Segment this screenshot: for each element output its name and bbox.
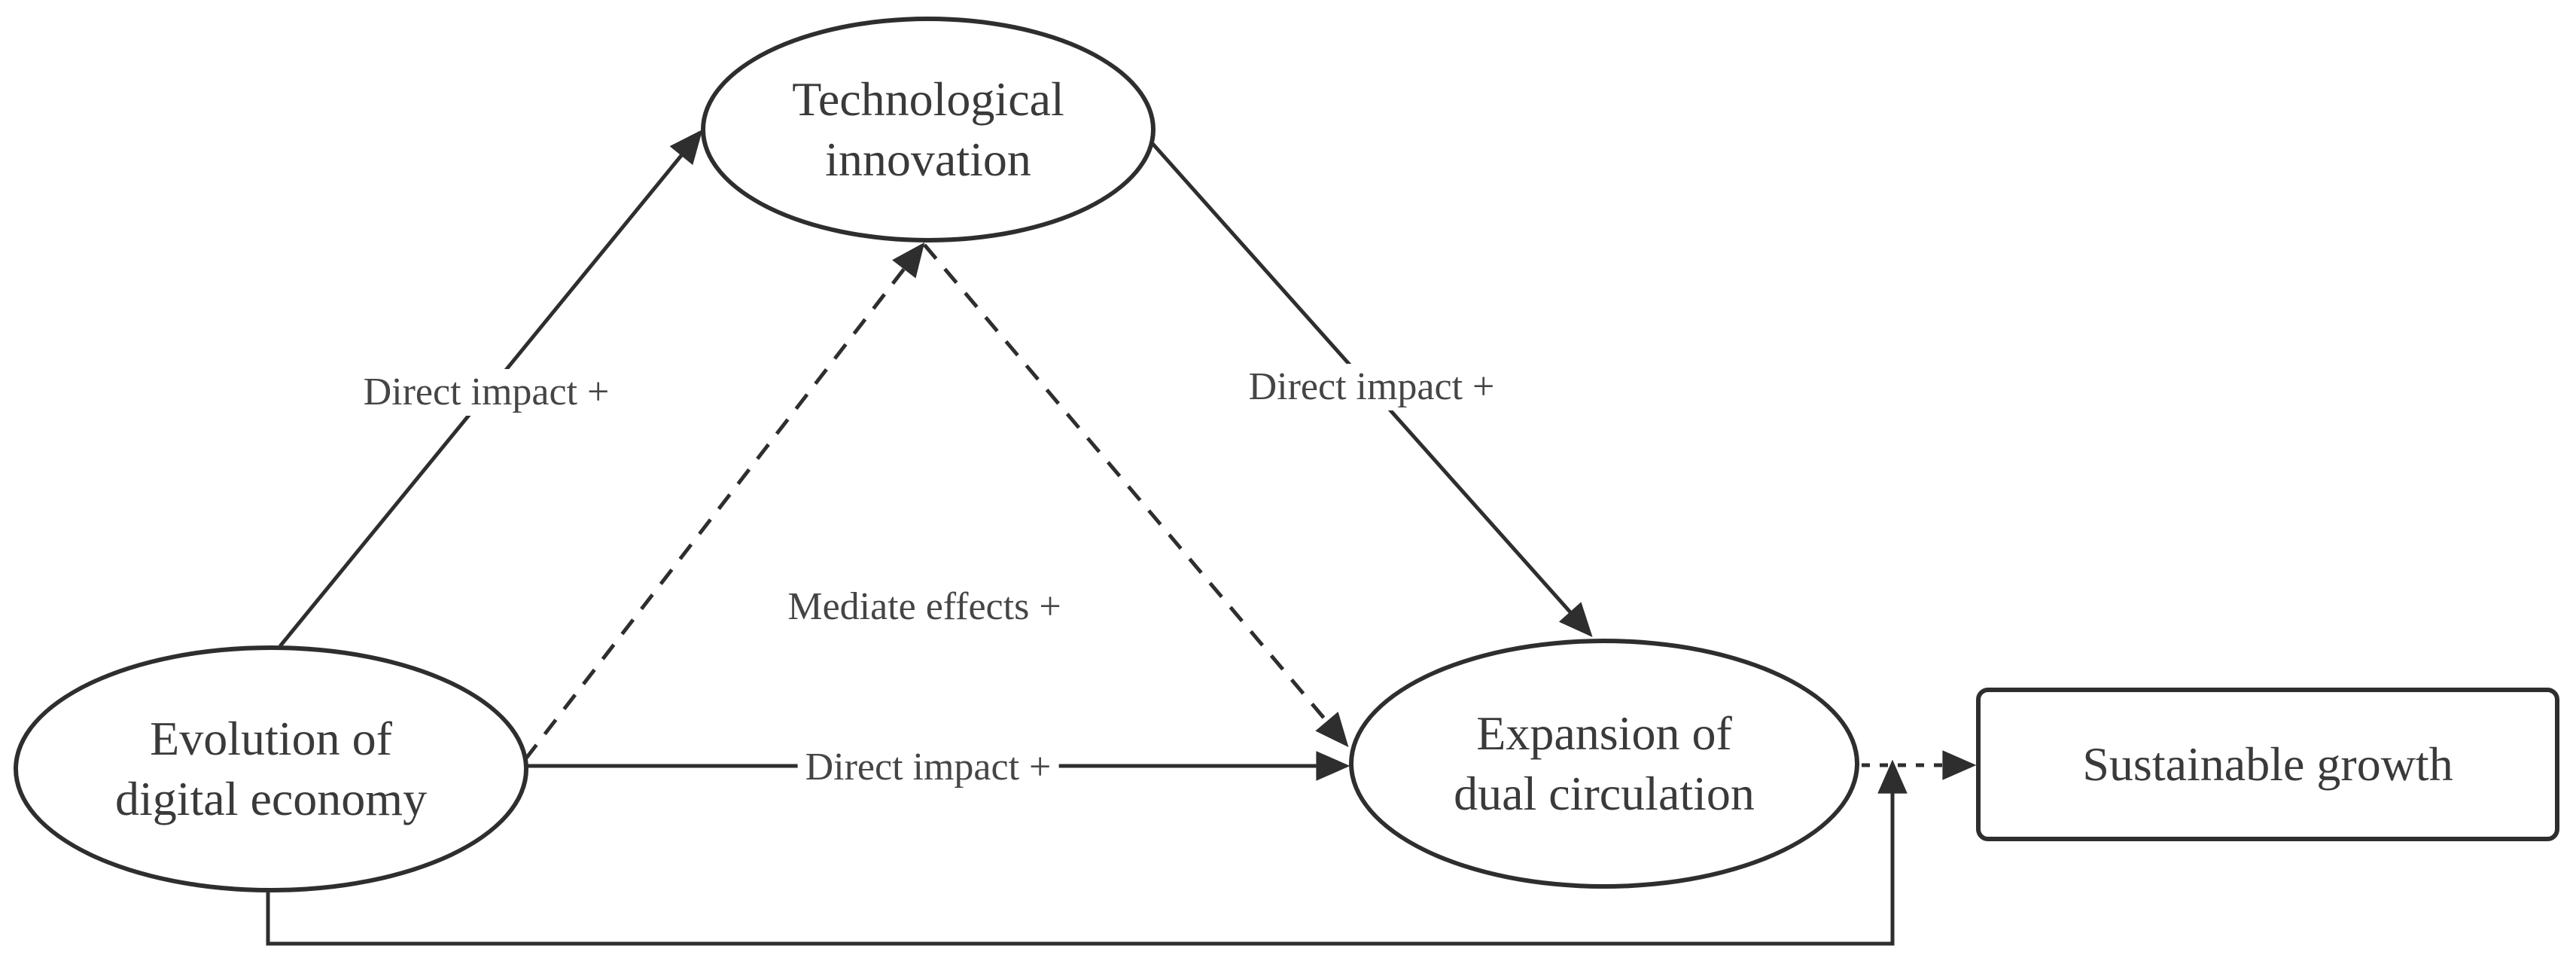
node-evolution-digital-economy-line1: Evolution of	[150, 712, 392, 765]
node-evolution-digital-economy-line2: digital economy	[114, 772, 428, 825]
edge-label-direct-impact-middle: Direct impact +	[797, 744, 1059, 791]
edge-line-mediate-innovation-to-expansion	[923, 243, 1349, 748]
node-sustainable-growth-label: Sustainable growth	[2082, 737, 2453, 791]
node-sustainable-growth: Sustainable growth	[1976, 688, 2559, 841]
node-expansion-dual-circulation-line2: dual circulation	[1454, 767, 1755, 820]
node-evolution-digital-economy: Evolution of digital economy	[14, 645, 528, 892]
node-technological-innovation-line2: innovation	[825, 133, 1031, 186]
edge-label-direct-impact-left: Direct impact +	[355, 369, 617, 416]
edge-label-mediate-effects: Mediate effects +	[780, 584, 1069, 630]
edge-line-evolution-feedback-elbow	[266, 759, 1908, 946]
node-technological-innovation: Technological innovation	[701, 17, 1156, 243]
edge-line-mediate-evolution-to-innovation	[524, 242, 925, 761]
edge-label-direct-impact-right: Direct impact +	[1241, 364, 1503, 410]
node-expansion-dual-circulation-line1: Expansion of	[1476, 706, 1732, 760]
node-expansion-dual-circulation: Expansion of dual circulation	[1349, 639, 1859, 889]
node-technological-innovation-line1: Technological	[792, 72, 1064, 126]
